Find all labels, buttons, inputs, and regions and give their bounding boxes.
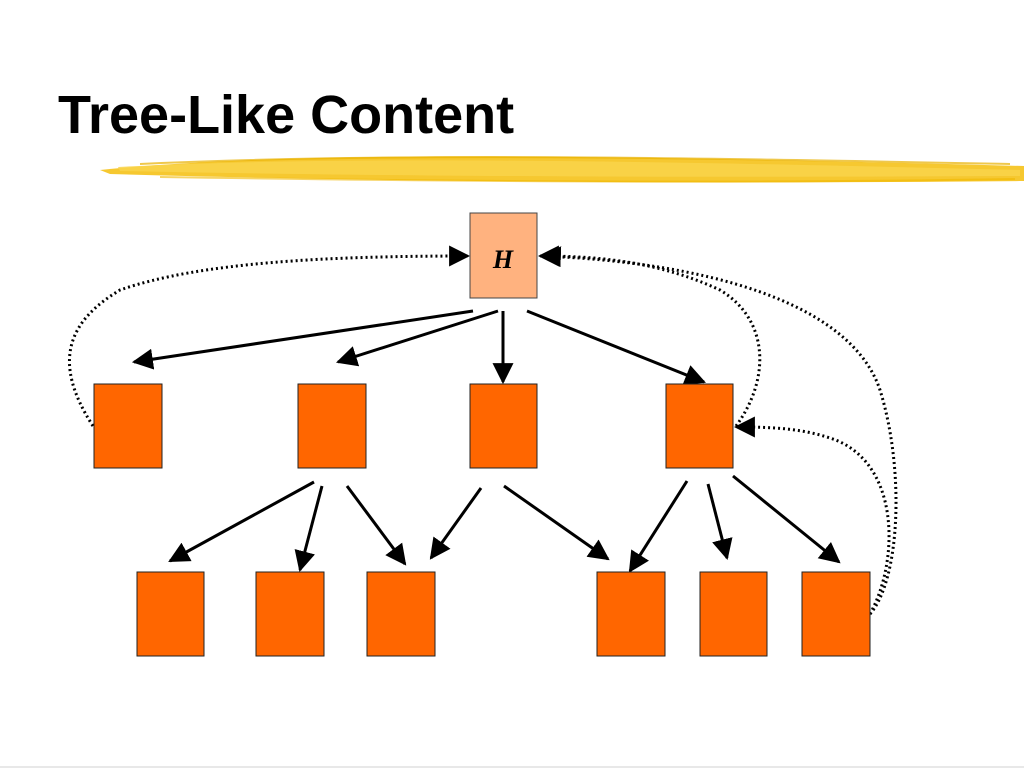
- edge-node-3-to-leaf-4: [503, 484, 610, 561]
- edge-node-4-to-leaf-5: [706, 483, 733, 561]
- dotted-link-leaf-6-to-node-4: [733, 416, 891, 615]
- edge-node-2-to-leaf-1: [168, 480, 315, 563]
- dotted-backlink-node-4-to-root: [537, 245, 762, 427]
- tree-node-level1-4: [665, 383, 734, 469]
- dotted-backlink-leaf-6-to-root: [539, 246, 898, 615]
- edge-node-2-to-leaf-3: [345, 485, 407, 566]
- edge-root-to-node-1: [131, 309, 474, 370]
- tree-node-level1-3: [469, 383, 538, 469]
- root-node: H: [469, 212, 538, 299]
- edge-root-to-node-2: [335, 309, 499, 367]
- tree-node-level1-2: [297, 383, 367, 469]
- edge-node-3-to-leaf-3: [429, 487, 483, 560]
- tree-node-level2-4: [596, 571, 666, 657]
- slide-title: Tree-Like Content: [58, 85, 515, 145]
- edge-node-2-to-leaf-2: [294, 485, 324, 573]
- tree-node-level2-6: [801, 571, 871, 657]
- slide-bottom-divider: [0, 766, 1024, 768]
- tree-node-level2-1: [136, 571, 205, 657]
- edge-root-to-node-4: [526, 309, 706, 385]
- tree-node-level2-2: [255, 571, 325, 657]
- tree-node-level2-5: [699, 571, 768, 657]
- tree-node-level1-1: [93, 383, 163, 469]
- root-node-label: H: [492, 245, 514, 274]
- title-underline-brushstroke: [100, 156, 1024, 183]
- tree-node-level2-3: [366, 571, 436, 657]
- edge-node-4-to-leaf-4: [628, 480, 689, 573]
- edge-node-4-to-leaf-6: [732, 474, 841, 564]
